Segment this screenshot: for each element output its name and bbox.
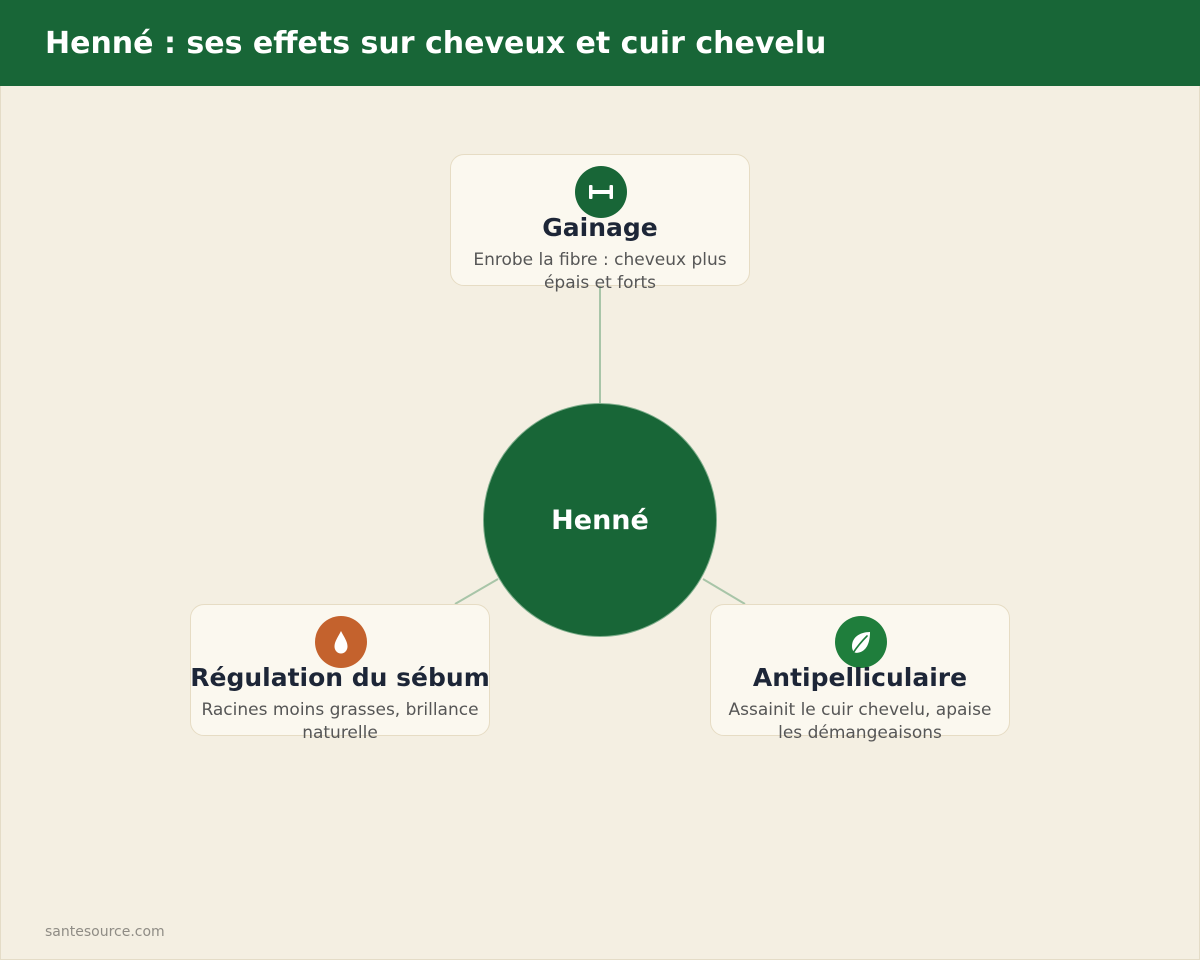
sheath-bar-icon <box>575 166 627 218</box>
connector-right <box>702 578 746 605</box>
hub-label: Henné <box>551 504 649 536</box>
card-description: Enrobe la fibre : cheveux plus épais et … <box>473 250 727 293</box>
source-credit: santesource.com <box>45 924 165 940</box>
hub-circle: Henné <box>483 403 717 637</box>
leaf-icon <box>835 616 887 668</box>
card-title: Régulation du sébum <box>190 663 490 692</box>
connector-left <box>454 578 499 605</box>
page-title: Henné : ses effets sur cheveux et cuir c… <box>45 26 827 61</box>
card-title: Gainage <box>542 213 658 242</box>
card-description: Assainit le cuir chevelu, apaise les dém… <box>728 700 992 743</box>
header-bar: Henné : ses effets sur cheveux et cuir c… <box>0 0 1200 86</box>
card-description: Racines moins grasses, brillance naturel… <box>201 700 479 743</box>
card-sebum-regulation: Régulation du sébum Racines moins grasse… <box>190 604 490 743</box>
card-antidandruff: Antipelliculaire Assainit le cuir chevel… <box>710 604 1010 743</box>
oil-drop-icon <box>315 616 367 668</box>
card-title: Antipelliculaire <box>752 663 968 692</box>
card-gainage: Gainage Enrobe la fibre : cheveux plus é… <box>450 154 750 293</box>
